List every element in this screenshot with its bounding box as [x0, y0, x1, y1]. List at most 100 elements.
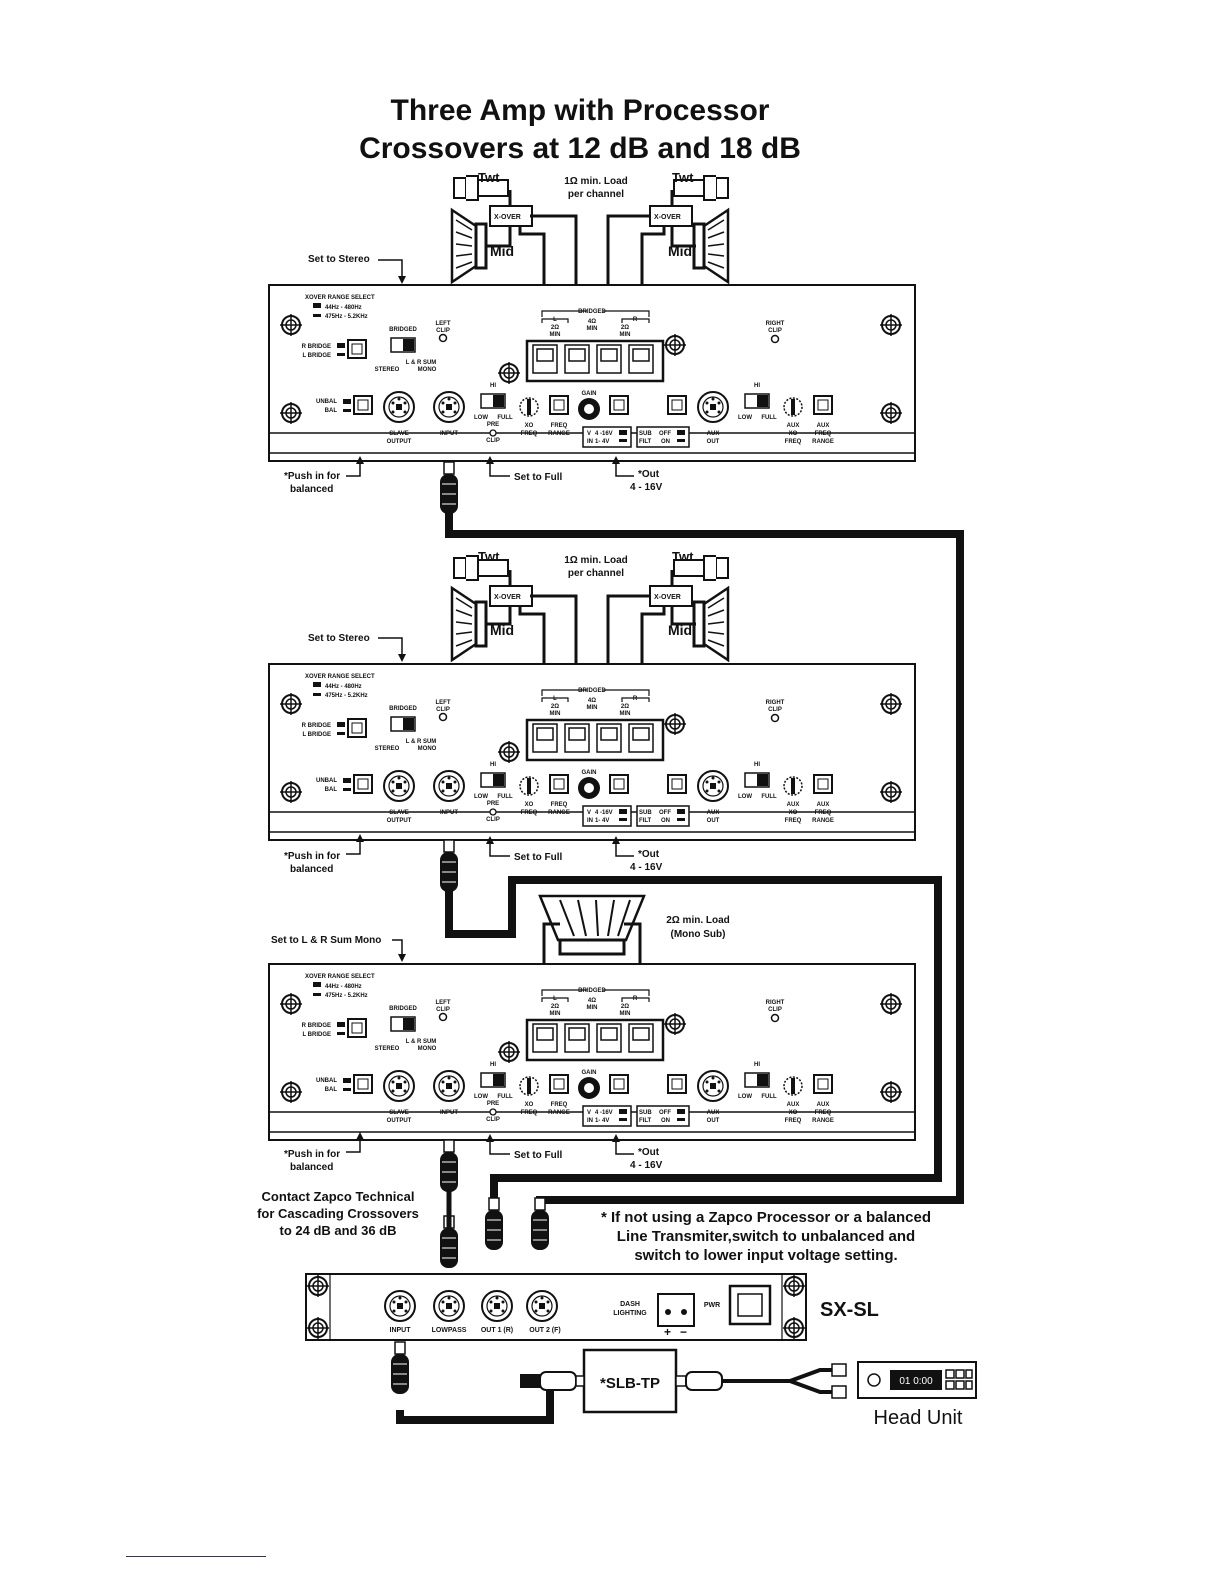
proc-pwr: PWR: [704, 1302, 720, 1309]
amp2-label-out: OUT: [707, 818, 720, 824]
amp2-label-aux: AUX: [787, 802, 800, 808]
load2-label-line1: 1Ω min. Load: [564, 555, 628, 566]
amp3-label-term-min: MIN: [620, 1011, 631, 1017]
amp2-label-range-low: 44Hz - 480Hz: [325, 684, 362, 690]
head-unit-display: 01 0:00: [899, 1376, 933, 1387]
amp1-label-term-min: MIN: [620, 332, 631, 338]
amp1-label-clip: CLIP: [486, 438, 500, 444]
amp2-label-off: OFF: [659, 810, 671, 816]
callout-texts: Set to Stereo Set to Stereo Set to L & R…: [271, 254, 663, 1173]
set-mono-3: Set to L & R Sum Mono: [271, 935, 381, 946]
amp1-label-xo: XO: [525, 423, 534, 429]
amp1-label-xover-range-select: XOVER RANGE SELECT: [305, 295, 375, 301]
amp2-label-aux: AUX: [817, 802, 830, 808]
amp2-label-slave-1: SLAVE: [389, 810, 409, 816]
amp1-label-out: OUT: [707, 439, 720, 445]
xover2-right-label: X-OVER: [654, 594, 681, 601]
amp3-label-v-high: 4 -16V: [595, 1110, 613, 1116]
amp2-label-low: LOW: [474, 794, 488, 800]
amp3-label-in: IN: [587, 1118, 593, 1124]
amp1-label-term-r: R: [633, 317, 638, 323]
amp2-label-hi: HI: [754, 762, 760, 768]
proc-dash-2: LIGHTING: [613, 1310, 647, 1317]
amp1-label-r-bridge: R BRIDGE: [302, 344, 331, 350]
mid-right-label: Mid: [668, 243, 692, 259]
amp3-label-gain: GAIN: [582, 1070, 597, 1076]
contact-note-line1: Contact Zapco Technical: [262, 1189, 415, 1204]
amp3-label-filt: FILT: [639, 1118, 652, 1124]
amp1-label-slave-1: SLAVE: [389, 431, 409, 437]
amp2-label-term-2ohm: 2Ω: [551, 704, 559, 710]
out-2b: 4 - 16V: [630, 862, 663, 873]
amp3-label-term-l: L: [553, 996, 557, 1002]
amp2-label-stereo: STEREO: [375, 746, 400, 752]
amp3-label-full: FULL: [761, 1094, 777, 1100]
push-3a: *Push in for: [284, 1149, 340, 1160]
amp2-label-freq: FREQ: [521, 810, 538, 816]
amp1-label-mono: MONO: [418, 367, 437, 373]
amp2-label-aux: AUX: [707, 810, 720, 816]
amp2-label-full: FULL: [497, 794, 513, 800]
xover-right-label: X-OVER: [654, 214, 681, 221]
amp1-label-hi: HI: [490, 383, 496, 389]
amp1-label-filt: FILT: [639, 439, 652, 445]
amp3-label-range: RANGE: [812, 1118, 834, 1124]
amp1-label-low: LOW: [738, 415, 752, 421]
amp2-label-hi: HI: [490, 762, 496, 768]
amp2-label-unbal: UNBAL: [316, 778, 337, 784]
amp2-label-on: ON: [661, 818, 670, 824]
amp3-label-range-low: 44Hz - 480Hz: [325, 984, 362, 990]
amp3-label-term-r: R: [633, 996, 638, 1002]
amp1-label-aux: AUX: [817, 423, 830, 429]
amp2-label-range-high: 475Hz - 5.2KHz: [325, 693, 368, 699]
amp2-label-v-high: 4 -16V: [595, 810, 613, 816]
amp3-label-low: LOW: [738, 1094, 752, 1100]
amp3-label-on: ON: [661, 1118, 670, 1124]
amp3-label-term-2ohm: 2Ω: [551, 1004, 559, 1010]
set-full-1: Set to Full: [514, 472, 563, 483]
contact-note-line3: to 24 dB and 36 dB: [279, 1223, 396, 1238]
amp3-label-aux: AUX: [787, 1102, 800, 1108]
set-stereo-1: Set to Stereo: [308, 254, 370, 265]
amp3-label-freq: FREQ: [815, 1110, 832, 1116]
load2-label-line2: per channel: [568, 568, 624, 579]
amp2-label-term-4ohm: 4Ω: [588, 698, 596, 704]
amp3-label-term-2ohm: 2Ω: [621, 1004, 629, 1010]
amp3-label-full: FULL: [497, 1094, 513, 1100]
contact-note-line2: for Cascading Crossovers: [257, 1206, 419, 1221]
amp3-label-r-bridge: R BRIDGE: [302, 1023, 331, 1029]
footer-rule: [126, 1556, 266, 1557]
amp3-label-term-min: MIN: [550, 1011, 561, 1017]
amp3-label-bridged: BRIDGED: [389, 1006, 417, 1012]
amp3-label-bridged: BRIDGED: [578, 988, 606, 994]
processor-note-line1: * If not using a Zapco Processor or a ba…: [601, 1209, 931, 1226]
amp3-label-slave-1: SLAVE: [389, 1110, 409, 1116]
amp3-label-l-bridge: L BRIDGE: [302, 1032, 331, 1038]
proc-minus: −: [680, 1325, 687, 1339]
amp2-label-right-clip-1: RIGHT: [766, 700, 785, 706]
amp2-label-freq: FREQ: [785, 818, 802, 824]
amp2-label-bal: BAL: [325, 787, 338, 793]
sx-sl-processor: [305, 1273, 807, 1341]
amp3-label-clip: CLIP: [486, 1117, 500, 1123]
amp2-label-left-clip-1: LEFT: [436, 700, 451, 706]
load-label-line2: per channel: [568, 189, 624, 200]
amp3-label-hi: HI: [490, 1062, 496, 1068]
out-1a: *Out: [638, 469, 660, 480]
sub-load-line1: 2Ω min. Load: [666, 915, 730, 926]
amp2-label-xo: XO: [525, 802, 534, 808]
amp1-label-v-high: 4 -16V: [595, 431, 613, 437]
amp1-label-l-r-sum: L & R SUM: [406, 360, 437, 366]
amp2-label-r-bridge: R BRIDGE: [302, 723, 331, 729]
amp2-label-in: IN: [587, 818, 593, 824]
amp1-label-aux: AUX: [787, 423, 800, 429]
amp3-label-sub: SUB: [639, 1110, 652, 1116]
processor-note-line3: switch to lower input voltage setting.: [634, 1247, 897, 1264]
amp2-label-term-2ohm: 2Ω: [621, 704, 629, 710]
processor-note: * If not using a Zapco Processor or a ba…: [601, 1209, 931, 1264]
proc-lowpass-label: LOWPASS: [432, 1327, 467, 1334]
amp2-label-l-r-sum: L & R SUM: [406, 739, 437, 745]
amp2-label-filt: FILT: [639, 818, 652, 824]
amp1-label-term-2ohm: 2Ω: [551, 325, 559, 331]
